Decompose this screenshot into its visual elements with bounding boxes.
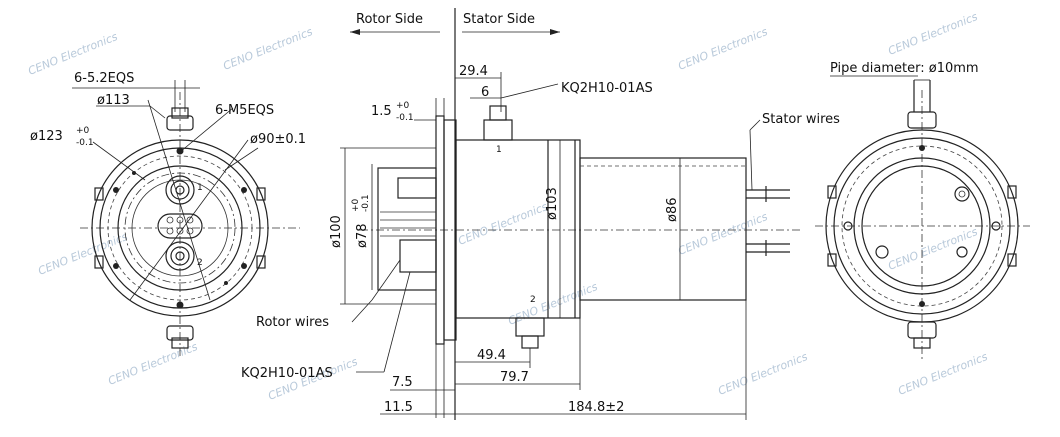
dia-78-tol-upper: +0 [351, 198, 361, 212]
stator-side-label: Stator Side [463, 12, 535, 27]
port-number: 2 [197, 258, 203, 268]
mounting-hole-icon [113, 147, 247, 309]
flange-dia-label: ø123 [30, 129, 63, 144]
rotor-side-label: Rotor Side [356, 12, 423, 27]
holes-eqs-label: 6-5.2EQS [74, 71, 134, 86]
port-number: 2 [530, 295, 536, 305]
watermark: CENO Electronics [36, 230, 129, 278]
dim-184-8: 184.8±2 [568, 400, 624, 415]
dim-6: 6 [481, 85, 489, 100]
stator-wires-label: Stator wires [762, 112, 840, 127]
dim-79-7: 79.7 [500, 370, 529, 385]
dia-78-tol-lower: -0.1 [361, 194, 371, 212]
watermark: CENO Electronics [886, 10, 979, 58]
flange-tol-upper: +0 [76, 126, 90, 136]
thread-eqs-label: 6-M5EQS [215, 103, 274, 118]
right-end-view [815, 75, 1030, 360]
side-view: 1 2 [340, 8, 800, 420]
fitting-top-label: KQ2H10-01AS [561, 81, 653, 96]
watermark: CENO Electronics [456, 200, 549, 248]
dim-1-5-tol-lower: -0.1 [396, 113, 414, 123]
dim-1-5-tol-upper: +0 [396, 101, 410, 111]
watermark: CENO Electronics [676, 210, 769, 258]
watermark: CENO Electronics [506, 280, 599, 328]
dia-78-label: ø78 [355, 224, 370, 249]
left-end-view: 1 2 [72, 80, 300, 358]
bolt-circle-label: ø90±0.1 [250, 132, 306, 147]
watermark: CENO Electronics [716, 350, 809, 398]
dim-7-5: 7.5 [392, 375, 413, 390]
dia-86-label: ø86 [665, 198, 680, 223]
watermark: CENO Electronics [221, 25, 314, 73]
port-number: 1 [197, 183, 203, 193]
dim-11-5: 11.5 [384, 400, 413, 415]
dia-100-label: ø100 [329, 215, 344, 248]
rotor-wires-label: Rotor wires [256, 315, 329, 330]
flange-tol-lower: -0.1 [76, 138, 94, 148]
pipe-diameter-label: Pipe diameter: ø10mm [830, 61, 979, 76]
dia-103-label: ø103 [545, 187, 560, 220]
port-number: 1 [496, 145, 502, 155]
fitting-bottom-label: KQ2H10-01AS [241, 366, 333, 381]
watermark: CENO Electronics [106, 340, 199, 388]
dim-49-4: 49.4 [477, 348, 506, 363]
watermark: CENO Electronics [896, 350, 989, 398]
dim-1-5: 1.5 [371, 104, 392, 119]
dia-113-label: ø113 [97, 93, 130, 108]
watermark: CENO Electronics [676, 25, 769, 73]
dim-29-4: 29.4 [459, 64, 488, 79]
